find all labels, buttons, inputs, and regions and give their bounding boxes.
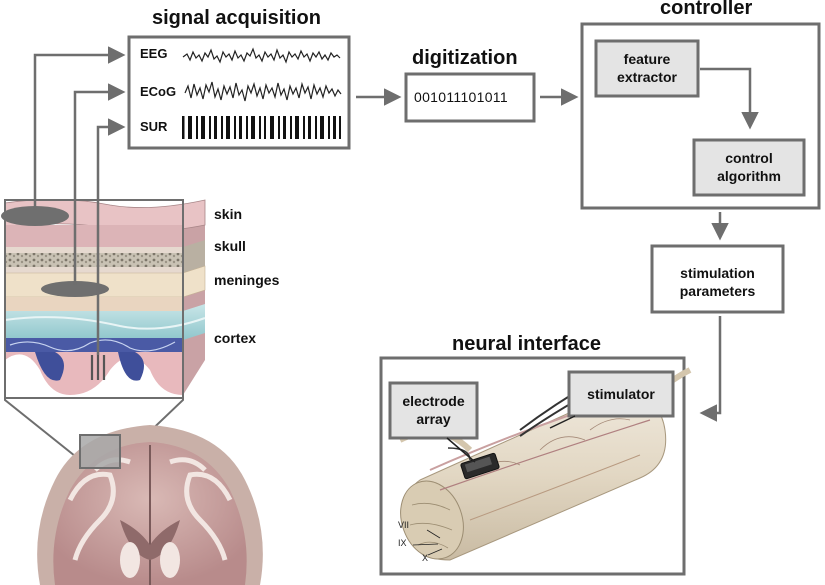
arrow-eeg-line xyxy=(33,46,126,210)
digitization-title: digitization xyxy=(412,47,518,69)
skull-layer xyxy=(5,253,183,267)
control-algorithm-line-1: control xyxy=(725,150,773,166)
cortex-vessel-layer xyxy=(5,338,183,352)
electrode-array-leader xyxy=(446,437,476,463)
magnified-region xyxy=(79,434,121,469)
ecog-label: ECoG xyxy=(140,84,177,99)
cortex-label: cortex xyxy=(214,330,257,346)
sur-label: SUR xyxy=(140,119,168,134)
nerve-label-x: X xyxy=(422,553,429,563)
ecog-electrode xyxy=(41,281,109,297)
stimulator-label: stimulator xyxy=(587,386,655,402)
feature-extractor-line-2: extractor xyxy=(617,69,677,85)
arrow-stimulation-to-interface xyxy=(699,316,722,422)
arrow-feature-to-algorithm xyxy=(700,67,759,130)
arrow-ecog-line xyxy=(73,83,126,285)
brain-coronal-section xyxy=(37,425,263,585)
electrode-array-line-1: electrode xyxy=(402,393,465,409)
tissue-cross-section xyxy=(4,199,206,461)
stimulation-parameters-box xyxy=(650,244,785,314)
neural-interface-title: neural interface xyxy=(452,333,601,355)
signal-acquisition-title: signal acquisition xyxy=(152,7,321,29)
skin-dermis xyxy=(5,225,183,247)
digitization-box xyxy=(404,72,536,123)
electrode-array-label: electrode array xyxy=(390,392,477,428)
meninges-label: meninges xyxy=(214,272,280,288)
eeg-label: EEG xyxy=(140,46,168,61)
skin-label: skin xyxy=(214,206,243,222)
stimulator-box xyxy=(567,370,675,418)
feature-extractor-label: feature extractor xyxy=(596,50,698,86)
control-algorithm-box xyxy=(692,138,806,197)
feature-extractor-line-1: feature xyxy=(623,51,671,67)
sur-microelectrodes xyxy=(90,355,106,380)
controller-title: controller xyxy=(660,0,753,19)
eeg-waveform xyxy=(182,47,341,64)
eeg-electrode xyxy=(1,206,69,226)
nerve-label-vii: VII xyxy=(398,520,410,530)
stimulation-parameters-line-1: stimulation xyxy=(680,265,755,281)
control-algorithm-line-2: algorithm xyxy=(717,168,781,184)
electrode-array-line-2: array xyxy=(416,411,451,427)
stimulator-leader xyxy=(549,415,576,429)
skull-label: skull xyxy=(214,238,246,254)
nerve-label-ix: IX xyxy=(398,538,407,548)
stimulation-parameters-line-2: parameters xyxy=(679,283,756,299)
ecog-waveform xyxy=(184,81,342,102)
arrow-sur-line xyxy=(96,118,126,355)
sur-spike-train xyxy=(182,116,341,139)
electrode-array-box xyxy=(388,381,479,440)
feature-extractor-box xyxy=(594,39,700,98)
control-algorithm-label: control algorithm xyxy=(694,149,804,185)
digital-code: 001011101011 xyxy=(414,89,508,105)
stimulation-parameters-label: stimulation parameters xyxy=(652,264,783,300)
